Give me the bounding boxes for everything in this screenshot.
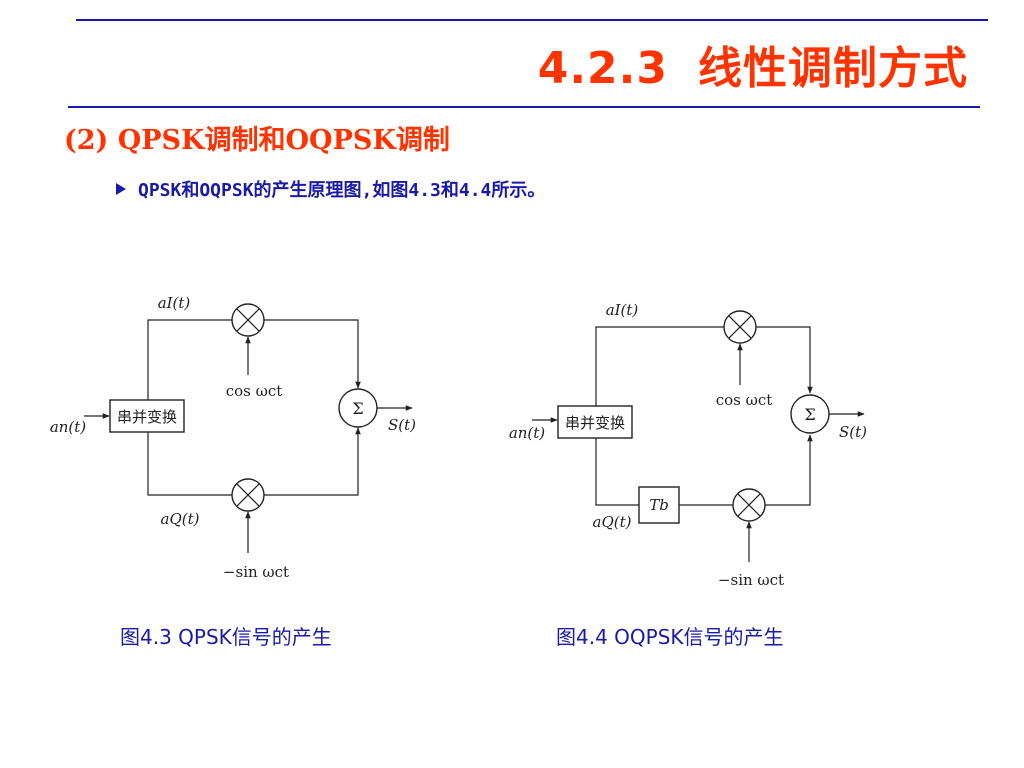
qpsk-lower-branch-label: aQ(t) xyxy=(161,510,200,528)
oqpsk-carrier-lower-label: −sin ωct xyxy=(718,571,784,589)
bullet-arrow-icon xyxy=(116,183,126,195)
oqpsk-lower-branch-line xyxy=(595,438,639,506)
section-heading: (2) QPSK调制和OQPSK调制 xyxy=(64,125,450,156)
oqpsk-serial-parallel-label: 串并变换 xyxy=(565,414,625,432)
qpsk-upper-to-sum-line xyxy=(264,319,361,389)
figure-4-3-caption: 图4.3 QPSK信号的产生 xyxy=(120,625,332,649)
oqpsk-serial-parallel-block xyxy=(557,405,633,439)
title-rule-bottom xyxy=(68,106,980,108)
qpsk-carrier-upper-label: cos ωct xyxy=(226,382,283,400)
slide-title-number: 4.2.3 xyxy=(537,43,668,94)
qpsk-upper-branch-line xyxy=(147,319,232,400)
oqpsk-labels: 串并变换 an(t) aI(t) aQ(t) Tb cos ωct −sin ω… xyxy=(509,301,867,589)
bullet-text: QPSK和OQPSK的产生原理图,如图4.3和4.4所示。 xyxy=(138,180,546,201)
qpsk-serial-parallel-label: 串并变换 xyxy=(117,408,177,426)
oqpsk-delay-label: Tb xyxy=(649,496,669,514)
qpsk-input-label: an(t) xyxy=(50,418,86,436)
qpsk-labels: 串并变换 an(t) aI(t) aQ(t) cos ωct −sin ωct … xyxy=(50,294,416,581)
qpsk-sum-symbol: Σ xyxy=(352,399,363,418)
qpsk-diagram xyxy=(84,303,413,553)
qpsk-output-label: S(t) xyxy=(388,416,416,434)
figure-4-4-caption: 图4.4 OQPSK信号的产生 xyxy=(556,625,784,649)
oqpsk-lower-to-sum-line xyxy=(765,434,813,506)
bullet-item: QPSK和OQPSK的产生原理图,如图4.3和4.4所示。 xyxy=(116,176,545,202)
slide-title: 4.2.3 线性调制方式 xyxy=(538,32,968,96)
oqpsk-upper-to-sum-line xyxy=(756,326,813,394)
qpsk-upper-branch-label: aI(t) xyxy=(158,294,191,312)
oqpsk-output-label: S(t) xyxy=(839,423,867,441)
qpsk-carrier-lower-label: −sin ωct xyxy=(223,563,289,581)
qpsk-lower-branch-line xyxy=(147,432,232,496)
oqpsk-upper-branch-line xyxy=(595,326,724,406)
oqpsk-carrier-upper-label: cos ωct xyxy=(716,391,773,409)
oqpsk-upper-branch-label: aI(t) xyxy=(606,301,639,319)
slide-title-text: 线性调制方式 xyxy=(698,43,968,94)
oqpsk-diagram xyxy=(532,310,865,562)
oqpsk-lower-branch-label: aQ(t) xyxy=(593,513,632,531)
qpsk-lower-to-sum-line xyxy=(264,427,361,496)
title-rule-top xyxy=(76,19,988,21)
oqpsk-input-label: an(t) xyxy=(509,424,545,442)
oqpsk-delay-block xyxy=(638,486,680,524)
qpsk-serial-parallel-block xyxy=(109,399,185,433)
oqpsk-sum-symbol: Σ xyxy=(804,405,815,424)
